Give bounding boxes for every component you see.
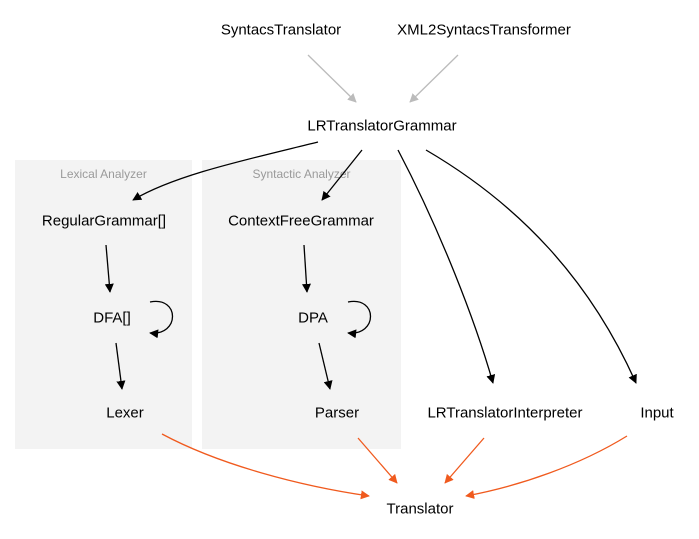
node-dfa: DFA[] [93,310,131,327]
node-translator: Translator [387,501,454,518]
edge-dfa-to-lexer [115,342,126,390]
node-context-free-grammar: ContextFreeGrammar [228,213,374,230]
edge-dpa-self-loop [347,300,371,339]
cluster-syntactic-background [202,160,401,449]
cluster-lexical-label: Lexical Analyzer [60,167,147,181]
cluster-syntactic-analyzer: Syntactic Analyzer [202,160,401,449]
nodes: SyntacsTranslator XML2SyntacsTransformer… [42,22,675,518]
edge-dpa-to-parser [318,342,333,390]
edge-lexer-to-translator [161,433,370,500]
edge-regulargrammar-to-dfa [104,244,114,293]
node-regular-grammar: RegularGrammar[] [42,213,166,230]
edges [104,54,637,500]
edge-lrtranslatorgrammar-to-lrtranslatorinterpreter [397,149,496,384]
cluster-lexical-analyzer: Lexical Analyzer [15,160,192,449]
node-lr-translator-grammar: LRTranslatorGrammar [307,118,456,135]
edge-lrtranslatorinterpreter-to-translator [444,437,485,484]
node-parser: Parser [315,405,359,422]
node-dpa: DPA [298,310,328,327]
node-xml2syntacs-transformer: XML2SyntacsTransformer [397,22,571,39]
edge-dfa-self-loop [149,300,173,339]
node-syntacs-translator: SyntacsTranslator [221,22,341,39]
edge-lrtranslatorgrammar-to-regulargrammar [132,141,319,201]
edge-lrtranslatorgrammar-to-input [425,149,637,384]
edge-contextfreegrammar-to-dpa [301,244,311,293]
edge-syntacstranslator-to-lrtranslatorgrammar [307,54,357,103]
edge-lrtranslatorgrammar-to-contextfreegrammar [321,149,363,201]
node-lexer: Lexer [106,405,144,422]
node-input: Input [640,405,674,422]
cluster-syntactic-label: Syntactic Analyzer [252,167,350,181]
cluster-lexical-background [15,160,192,449]
node-lr-translator-interpreter: LRTranslatorInterpreter [427,405,582,422]
edge-parser-to-translator [357,437,398,484]
edge-input-to-translator [465,435,628,499]
edge-xml2syntacstransformer-to-lrtranslatorgrammar [409,54,459,103]
